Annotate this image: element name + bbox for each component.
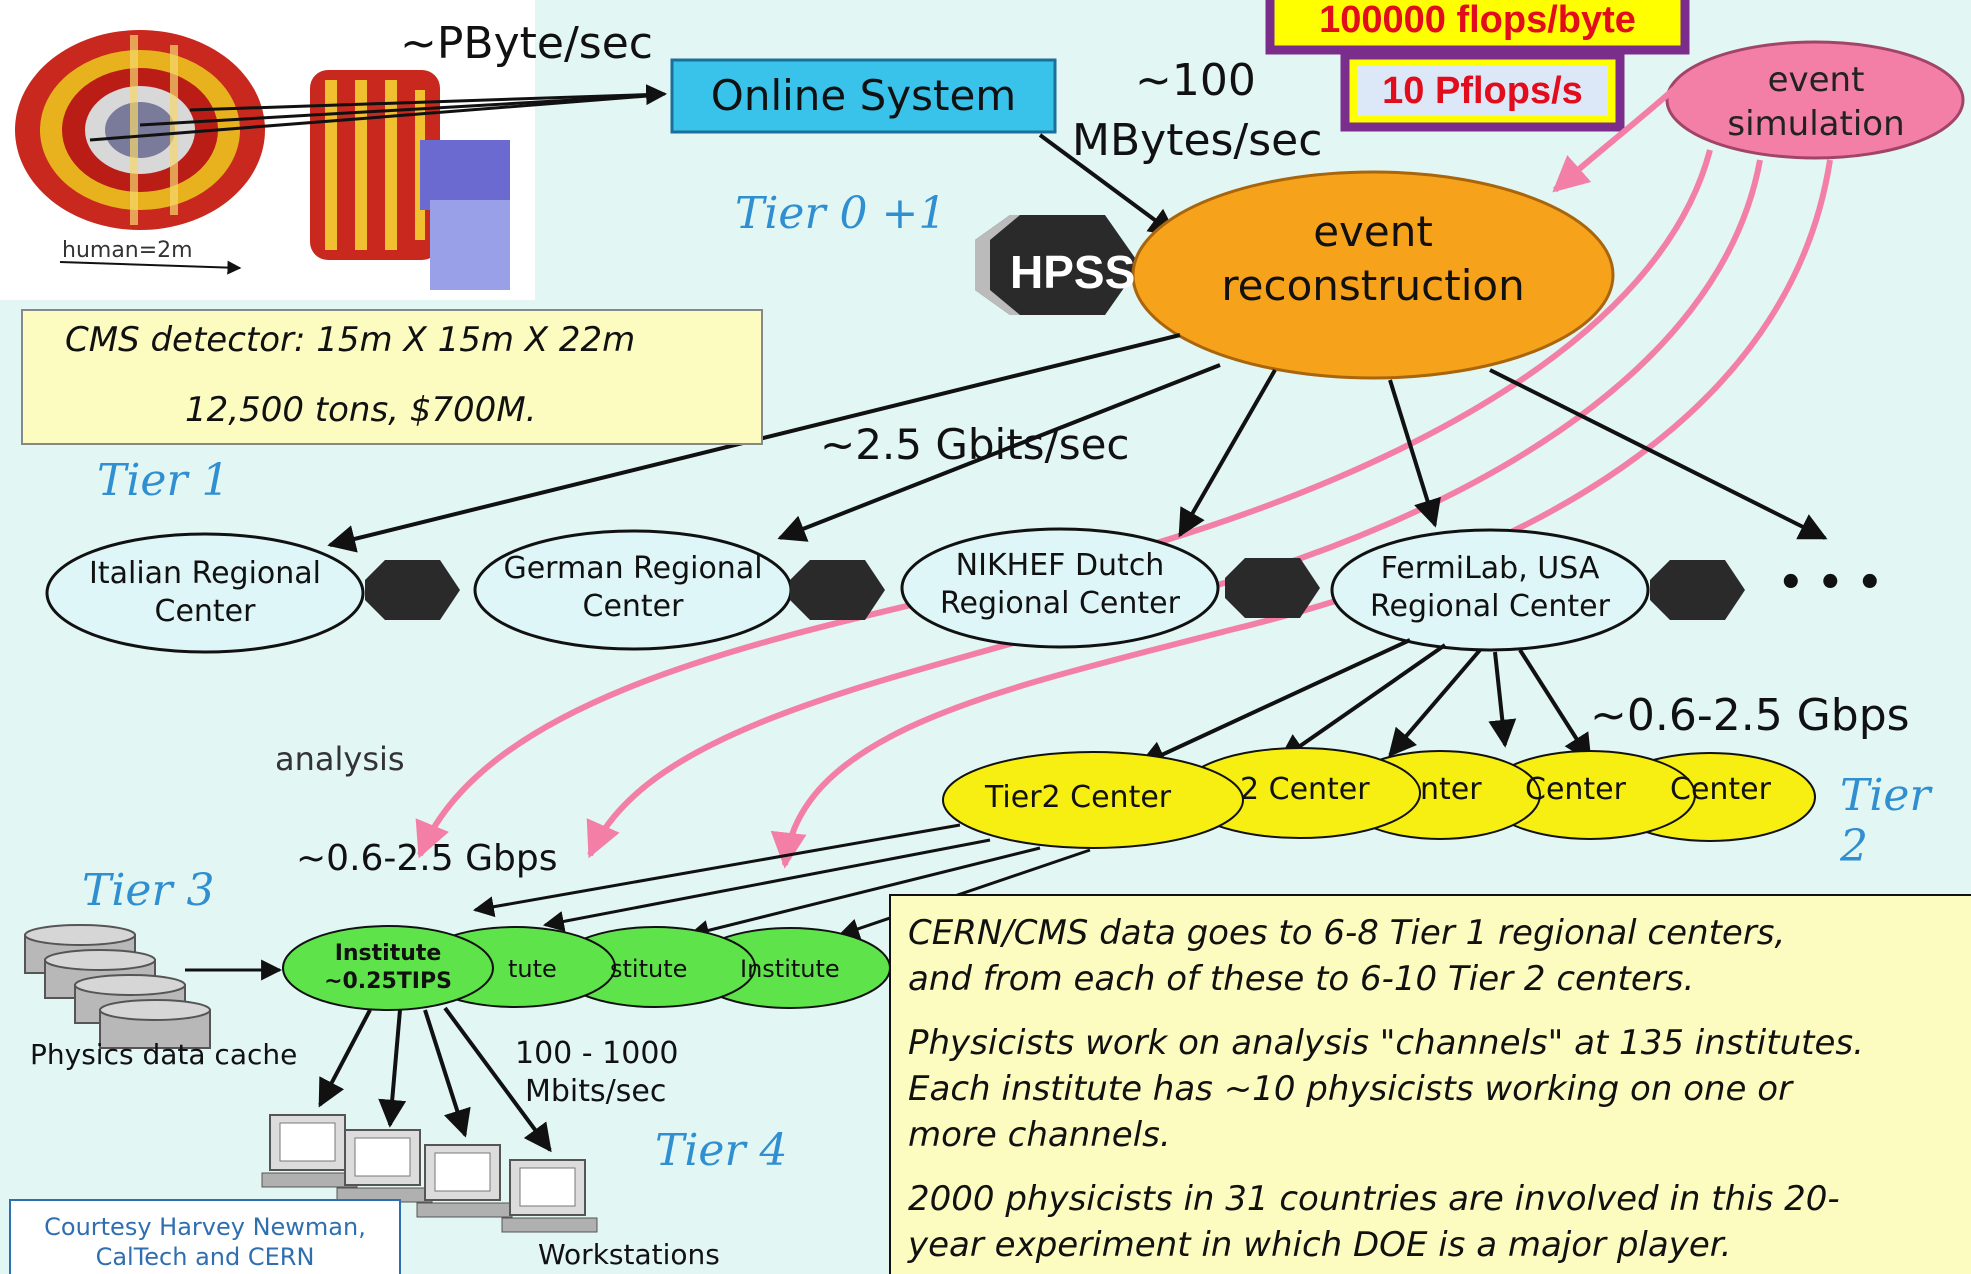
nikhef-center-line1: NIKHEF Dutch [955,548,1165,583]
german-center-line2: Center [582,589,684,624]
event-simulation-node [1665,40,1965,160]
note-paragraph2-line1: Physicists work on analysis "channels" a… [908,1023,1864,1063]
event-simulation-line1: event [1767,60,1865,100]
courtesy-line1: Courtesy Harvey Newman, [44,1213,366,1241]
hpss-icons-small [365,558,1745,620]
human-scale-label: human=2m [62,238,193,263]
gbps-tier3-label: ~0.6-2.5 Gbps [296,838,558,879]
notes-box [889,894,1971,1274]
institute-label-4: Institute [740,955,840,983]
hpss-icon-main [975,215,1140,315]
cms-info-line1: CMS detector: 15m X 15m X 22m [65,320,636,360]
workstations-icons [261,1114,598,1233]
pbyte-rate-label: ~PByte/sec [400,18,653,69]
cms-detector-illustration [0,0,668,300]
german-center-line1: German Regional [503,551,763,586]
note-paragraph3-line2: year experiment in which DOE is a major … [908,1225,1732,1265]
institute-label-1: Institute ~0.25TIPS [300,940,476,996]
online-to-reconstruction-arrow [1038,133,1178,237]
flops-byte-banner [1265,0,1690,55]
event-reconstruction-line1: event [1313,207,1433,256]
institute-1-line1: Institute [334,941,442,966]
regional-center-italian [45,532,365,654]
note-paragraph2-line3: more channels. [908,1115,1171,1155]
regional-center-fermilab [1330,528,1650,652]
pflops-banner-inner [1357,66,1608,116]
fermilab-center-line1: FermiLab, USA [1380,551,1600,586]
institute-label-2: tute [508,955,557,983]
regional-center-nikhef [900,527,1220,649]
gbits-rate-label: ~2.5 Gbits/sec [820,420,1130,469]
italian-center-line1: Italian Regional [88,556,322,591]
courtesy-line2: CalTech and CERN [95,1243,315,1271]
tier-3-label: Tier 3 [82,865,215,916]
courtesy-box [9,1199,401,1274]
event-reconstruction-line2: reconstruction [1221,261,1525,310]
pflops-label: 10 Pflops/s [1382,70,1583,112]
online-system-box [670,58,1057,134]
tier2-arrows [1137,638,1592,768]
tier2-center-label-3: nter [1420,772,1482,807]
nikhef-center-line2: Regional Center [940,586,1180,621]
german-center-label: German Regional Center [475,550,791,626]
courtesy-label: Courtesy Harvey Newman, CalTech and CERN [10,1212,400,1272]
gbps-tier2-label: ~0.6-2.5 Gbps [1590,690,1910,741]
more-centers-ellipsis: • • • [1778,560,1883,606]
fermilab-center-label: FermiLab, USA Regional Center [1332,550,1648,626]
note-paragraph2-line2: Each institute has ~10 physicists workin… [908,1069,1793,1109]
tier2-center-label-2: 2 Center [1240,772,1370,807]
note-paragraph1-line2: and from each of these to 6-10 Tier 2 ce… [908,959,1695,999]
notes-text: CERN/CMS data goes to 6-8 Tier 1 regiona… [908,910,1968,1268]
tier2-center-label-1: Tier2 Center [985,780,1172,815]
institute-label-3: stitute [610,955,688,983]
mbytes-rate-line2: MBytes/sec [1072,115,1323,166]
institutes [282,925,891,1011]
event-reconstruction-node [1131,170,1615,380]
online-system-label: Online System [710,71,1017,120]
mbits-rate-label: 100 - 1000 Mbits/sec [515,1035,679,1111]
institute-1-line2: ~0.25TIPS [324,969,452,994]
cms-info-line2: 12,500 tons, $700M. [185,390,537,430]
event-reconstruction-label: event reconstruction [1133,205,1613,313]
fermilab-center-line2: Regional Center [1370,589,1610,624]
note-paragraph3-line1: 2000 physicists in 31 countries are invo… [908,1179,1840,1219]
tier-0-1-label: Tier 0 +1 [735,188,947,239]
mbits-rate-line1: 100 - 1000 [515,1036,679,1071]
nikhef-center-label: NIKHEF Dutch Regional Center [902,547,1218,623]
tier3-arrows [472,823,1091,941]
flops-per-byte-label: 100000 flops/byte [1319,0,1636,41]
tier2-centers [942,747,1816,849]
tier2-center-label-5: Center [1670,772,1771,807]
tier4-arrows [318,1006,552,1153]
tier-2-label: Tier 2 [1840,770,1931,872]
physics-data-cache-label: Physics data cache [30,1038,298,1071]
hpss-main-label: HPSS [1010,246,1136,298]
event-simulation-label: event simulation [1668,58,1964,146]
mbits-rate-line2: Mbits/sec [525,1074,667,1109]
italian-center-label: Italian Regional Center [47,555,363,631]
cms-info-box [21,309,763,445]
tier-1-label: Tier 1 [97,455,230,506]
tier2-center-label-4: Center [1525,772,1626,807]
event-simulation-line2: simulation [1727,104,1905,144]
analysis-label: analysis [275,740,405,778]
tier-4-label: Tier 4 [655,1125,788,1176]
mbytes-rate-line1: ~100 [1135,55,1256,106]
workstations-label: Workstations [538,1238,720,1271]
note-paragraph1-line1: CERN/CMS data goes to 6-8 Tier 1 regiona… [908,913,1786,953]
physics-data-cache-icon [24,924,283,1049]
italian-center-line2: Center [154,594,256,629]
